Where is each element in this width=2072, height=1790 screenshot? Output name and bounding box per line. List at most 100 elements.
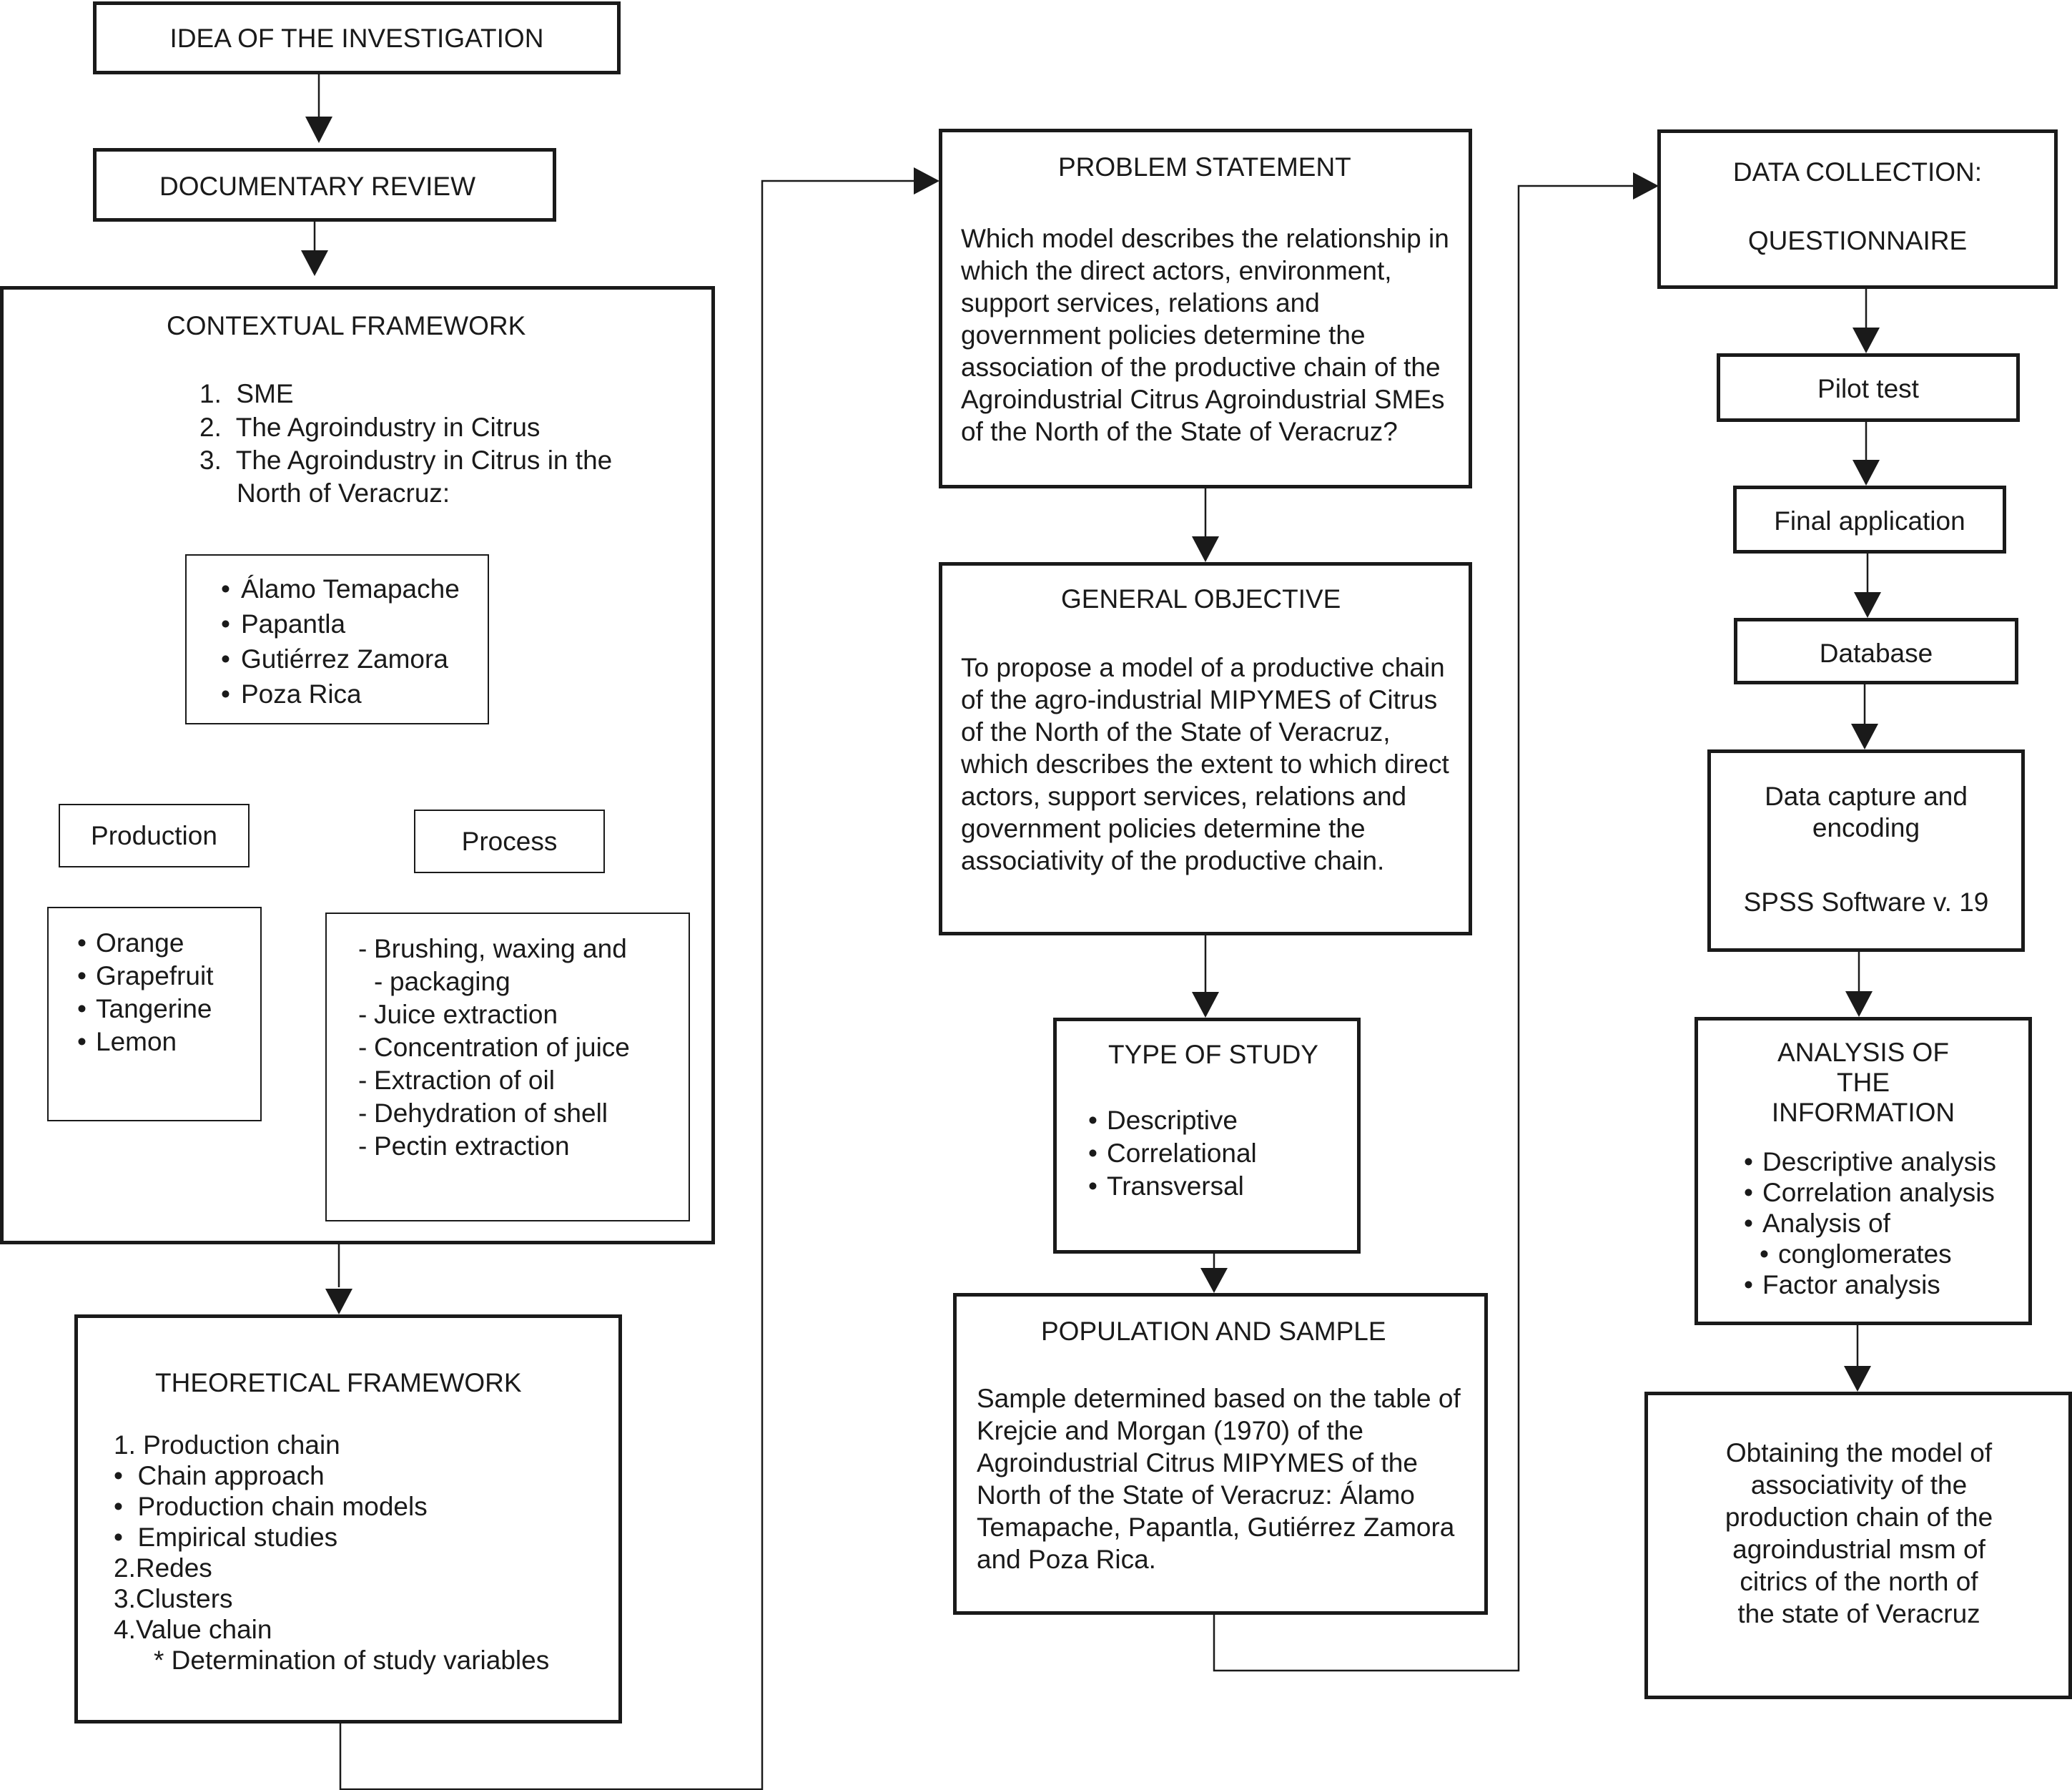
arrowhead-contextual — [301, 250, 328, 276]
contextual-item-2: 2. The Agroindustry in Citrus — [199, 413, 541, 442]
theoretical-framework-box: THEORETICAL FRAMEWORK 1. Production chai… — [74, 1314, 622, 1723]
process-title: Process — [461, 827, 558, 856]
analysis-box: ANALYSIS OF THE INFORMATION Descriptive … — [1694, 1017, 2032, 1325]
general-objective-title: GENERAL OBJECTIVE — [1061, 584, 1341, 614]
arrowhead-collection — [1633, 172, 1659, 200]
analysis-item: Descriptive analysis — [1744, 1146, 1996, 1177]
study-item: Transversal — [1088, 1170, 1257, 1203]
production-list-box: Orange Grapefruit Tangerine Lemon — [47, 907, 262, 1121]
arrowhead-final — [1853, 460, 1880, 486]
data-capture-line1: Data capture and — [1765, 782, 1968, 811]
arrowhead-theoretical — [325, 1289, 352, 1314]
connector-population-collection — [1213, 185, 1639, 1672]
arrowhead-capture — [1851, 724, 1878, 749]
analysis-item-cont: conglomerates — [1744, 1239, 1996, 1269]
population-sample-box: POPULATION AND SAMPLE Sample determined … — [953, 1293, 1488, 1615]
type-of-study-title: TYPE OF STUDY — [1108, 1040, 1318, 1069]
problem-statement-box: PROBLEM STATEMENT Which model describes … — [939, 129, 1472, 488]
study-item: Descriptive — [1088, 1104, 1257, 1137]
production-box: Production — [59, 804, 250, 867]
population-sample-title: POPULATION AND SAMPLE — [1041, 1317, 1386, 1346]
contextual-framework-title: CONTEXTUAL FRAMEWORK — [167, 311, 526, 340]
production-item: Grapefruit — [77, 960, 214, 993]
process-item: Pectin extraction — [358, 1130, 630, 1163]
problem-statement-text: Which model describes the relationship i… — [961, 224, 1449, 446]
theoretical-line: • Production chain models — [114, 1492, 428, 1521]
data-capture-box: Data capture and encoding SPSS Software … — [1707, 749, 2025, 952]
data-capture-line2: encoding — [1812, 813, 1920, 842]
database-title: Database — [1819, 639, 1933, 668]
arrowhead-problem — [914, 167, 939, 195]
data-collection-title: DATA COLLECTION: — [1732, 157, 1983, 187]
documentary-review-title: DOCUMENTARY REVIEW — [159, 172, 475, 201]
theoretical-line: 4.Value chain — [114, 1615, 272, 1644]
municipality-item: Papantla — [221, 606, 460, 641]
arrowhead-review — [305, 117, 332, 143]
arrowhead-analysis — [1845, 991, 1873, 1017]
process-item: Dehydration of shell — [358, 1097, 630, 1130]
theoretical-line: • Chain approach — [114, 1461, 325, 1490]
analysis-item: Factor analysis — [1744, 1269, 1996, 1300]
analysis-title-line3: INFORMATION — [1771, 1098, 1955, 1127]
theoretical-framework-title: THEORETICAL FRAMEWORK — [155, 1368, 522, 1397]
production-title: Production — [91, 821, 217, 850]
arrowhead-study — [1192, 992, 1219, 1018]
arrowhead-population — [1200, 1268, 1228, 1293]
production-item: Tangerine — [77, 993, 214, 1026]
general-objective-box: GENERAL OBJECTIVE To propose a model of … — [939, 562, 1472, 935]
arrowhead-objective — [1192, 536, 1219, 562]
contextual-item-3-cont: North of Veracruz: — [237, 478, 450, 508]
municipality-item: Gutiérrez Zamora — [221, 641, 460, 677]
arrowhead-obtaining — [1844, 1366, 1871, 1392]
final-application-title: Final application — [1774, 506, 1965, 536]
process-list-box: Brushing, waxing and packaging Juice ext… — [325, 913, 690, 1221]
general-objective-text: To propose a model of a productive chain… — [961, 653, 1449, 875]
pilot-test-title: Pilot test — [1817, 374, 1919, 403]
problem-statement-title: PROBLEM STATEMENT — [1058, 152, 1351, 182]
questionnaire-label: QUESTIONNAIRE — [1747, 226, 1968, 255]
arrowhead-pilot — [1853, 328, 1880, 353]
analysis-title-line1: ANALYSIS OF — [1777, 1038, 1949, 1067]
obtaining-model-box: Obtaining the model of associativity of … — [1644, 1392, 2072, 1699]
data-collection-box: DATA COLLECTION: QUESTIONNAIRE — [1657, 129, 2058, 289]
idea-box: IDEA OF THE INVESTIGATION — [93, 1, 621, 74]
production-item: Lemon — [77, 1026, 214, 1058]
connector-theoretical-problem — [339, 180, 914, 1790]
population-sample-text: Sample determined based on the table of … — [977, 1384, 1461, 1574]
obtaining-model-text: Obtaining the model of associativity of … — [1725, 1438, 1993, 1628]
type-of-study-box: TYPE OF STUDY Descriptive Correlational … — [1053, 1018, 1361, 1254]
production-list: Orange Grapefruit Tangerine Lemon — [77, 927, 214, 1058]
municipalities-box: Álamo Temapache Papantla Gutiérrez Zamor… — [185, 554, 489, 724]
study-item: Correlational — [1088, 1137, 1257, 1170]
pilot-test-box: Pilot test — [1717, 353, 2020, 422]
theoretical-line: * Determination of study variables — [154, 1646, 550, 1675]
analysis-item: Correlation analysis — [1744, 1177, 1996, 1208]
documentary-review-box: DOCUMENTARY REVIEW — [93, 148, 556, 222]
final-application-box: Final application — [1733, 486, 2006, 554]
theoretical-line: 3.Clusters — [114, 1584, 233, 1613]
analysis-list: Descriptive analysis Correlation analysi… — [1744, 1146, 1996, 1300]
process-item: Brushing, waxing and — [358, 933, 630, 965]
process-item: Concentration of juice — [358, 1031, 630, 1064]
municipality-item: Álamo Temapache — [221, 571, 460, 606]
database-box: Database — [1734, 618, 2018, 684]
theoretical-line: • Empirical studies — [114, 1523, 338, 1552]
process-item: Extraction of oil — [358, 1064, 630, 1097]
process-box: Process — [414, 810, 605, 873]
process-list: Brushing, waxing and packaging Juice ext… — [358, 933, 630, 1163]
idea-title: IDEA OF THE INVESTIGATION — [169, 24, 544, 53]
theoretical-line: 1. Production chain — [114, 1430, 340, 1460]
arrowhead-database — [1854, 592, 1881, 618]
spss-software-label: SPSS Software v. 19 — [1743, 887, 1989, 917]
municipality-item: Poza Rica — [221, 677, 460, 712]
process-item: Juice extraction — [358, 998, 630, 1031]
contextual-item-3: 3. The Agroindustry in Citrus in the — [199, 446, 613, 475]
analysis-item: Analysis of — [1744, 1208, 1996, 1239]
contextual-item-1: 1. SME — [199, 379, 294, 408]
municipalities-list: Álamo Temapache Papantla Gutiérrez Zamor… — [221, 571, 460, 712]
type-of-study-list: Descriptive Correlational Transversal — [1088, 1104, 1257, 1203]
production-item: Orange — [77, 927, 214, 960]
process-item-cont: packaging — [358, 965, 630, 998]
